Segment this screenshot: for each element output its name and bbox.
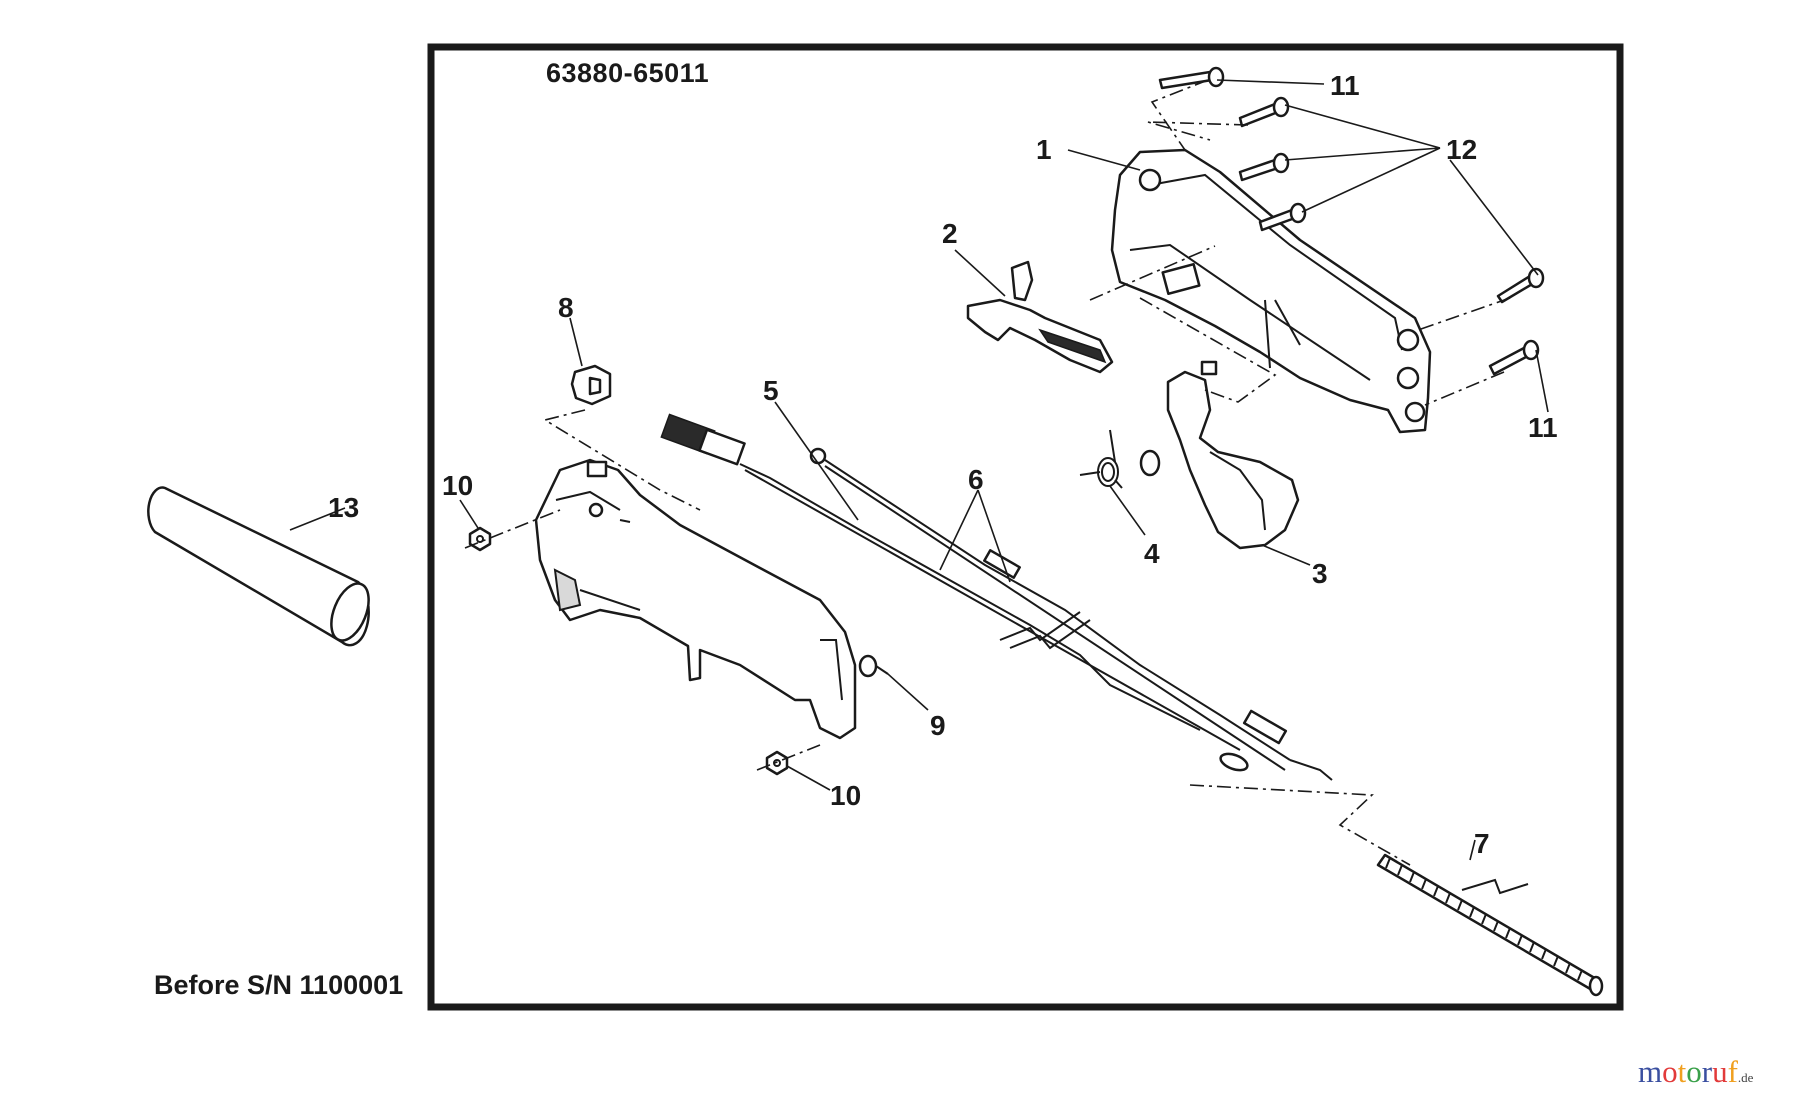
spring-washer [1139,449,1161,477]
lockout-lever [1166,360,1300,550]
callout-1: 1 [1036,134,1052,165]
leader-lines [289,79,1549,861]
brand-letter-7: f [1727,1054,1738,1089]
torsion-spring [1079,429,1123,489]
brand-letter-3: t [1677,1054,1687,1089]
callout-4: 4 [1144,538,1160,569]
grip-tube [147,486,370,647]
diagram-frame [427,43,1624,1011]
hex-nut-upper [468,526,492,552]
throttle-trigger [966,260,1114,374]
screw-11-bottom [1488,339,1540,376]
callout-5: 5 [763,375,779,406]
brand-letter-2: o [1662,1054,1678,1089]
callout-13: 13 [328,492,360,523]
callout-12: 12 [1446,134,1478,165]
brand-letter-6: u [1712,1054,1728,1089]
brand-letter-4: o [1686,1054,1702,1089]
callout-3: 3 [1312,558,1328,589]
screw-11-top [1158,66,1225,90]
screw-12-c [1258,202,1307,232]
callout-10-upper: 10 [442,470,474,501]
stop-switch-harness [660,413,1249,772]
screw-12-b [1238,152,1290,182]
callout-9: 9 [930,710,946,741]
diagram-part-number: 63880-65011 [546,58,710,88]
lower-handle-housing [534,458,857,740]
brand-letter-1: m [1638,1054,1663,1089]
callout-11-top: 11 [1330,70,1360,101]
screw-12-d [1496,267,1545,304]
upper-handle-housing [1110,148,1432,434]
cable-break-mark [999,611,1091,650]
screw-12-a [1238,96,1290,128]
callout-8: 8 [558,292,574,323]
callout-11-bottom: 11 [1528,412,1558,443]
throttle-cable [809,447,1333,781]
callout-7: 7 [1474,828,1490,859]
brand-logo: motoruf.de [1638,1056,1753,1087]
callout-2: 2 [942,218,958,249]
spiral-guard [1376,853,1604,997]
callout-6: 6 [968,464,984,495]
assembly-lines [464,79,1511,866]
housing-screw [858,654,889,678]
serial-number-note: Before S/N 1100001 [154,970,404,1000]
grommet [570,364,612,406]
callout-10-lower: 10 [830,780,862,811]
hex-nut-lower [765,750,789,776]
brand-domain-suffix: .de [1737,1070,1754,1085]
brand-letter-5: r [1701,1054,1713,1089]
